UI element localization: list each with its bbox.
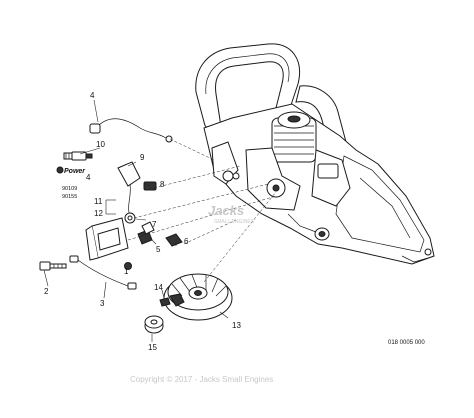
watermark-copyright: Copyright © 2017 - Jacks Small Engines — [130, 375, 273, 384]
callout-15: 15 — [148, 343, 157, 352]
plug-boot-part-9 — [117, 161, 141, 217]
spacer-part-7 — [124, 212, 136, 224]
damper-part-6 — [165, 233, 183, 247]
callout-14: 14 — [154, 283, 163, 292]
ignition-module-part-1 — [85, 217, 132, 270]
callout-11: 11 — [94, 197, 103, 206]
callout-labels: 1 2 3 4 5 6 7 8 9 10 11 12 13 14 15 — [44, 91, 241, 352]
callout-7: 7 — [152, 220, 157, 229]
callout-1: 1 — [124, 267, 129, 276]
callout-8: 8 — [160, 180, 165, 189]
cylinder-fins — [271, 111, 317, 163]
power-brand-text: Power — [64, 168, 86, 175]
diagram-reference-number: 018 0005 000 — [388, 340, 425, 346]
ground-wire-part-4 — [89, 118, 173, 143]
nut-part-15 — [144, 315, 164, 334]
watermark-logo: Jacks SMALL ENGINES — [208, 203, 255, 225]
callout-13: 13 — [232, 321, 241, 330]
callout-3: 3 — [100, 299, 105, 308]
callout-2: 2 — [44, 287, 49, 296]
callout-5: 5 — [156, 245, 161, 254]
screw-part-2 — [39, 261, 67, 271]
spark-plug-part-10 — [63, 151, 93, 161]
watermark-logo-text: Jacks — [208, 203, 244, 218]
callout-4: 4 — [90, 91, 95, 100]
short-circuit-wire-part-3 — [69, 255, 137, 290]
spark-plug-code-1: 90109 — [62, 186, 77, 192]
power-badge: Power 4 — [56, 166, 91, 182]
key-part-14 — [159, 297, 171, 307]
power-badge-number: 4 — [86, 173, 91, 182]
callout-9: 9 — [140, 153, 145, 162]
leader-lines — [43, 99, 277, 342]
callout-6: 6 — [184, 237, 189, 246]
watermark-logo-sub: SMALL ENGINES — [214, 219, 255, 225]
chainsaw-housing — [195, 43, 435, 265]
callout-10: 10 — [96, 140, 105, 149]
spark-plug-code-2: 90155 — [62, 194, 77, 200]
callout-12: 12 — [94, 209, 103, 218]
